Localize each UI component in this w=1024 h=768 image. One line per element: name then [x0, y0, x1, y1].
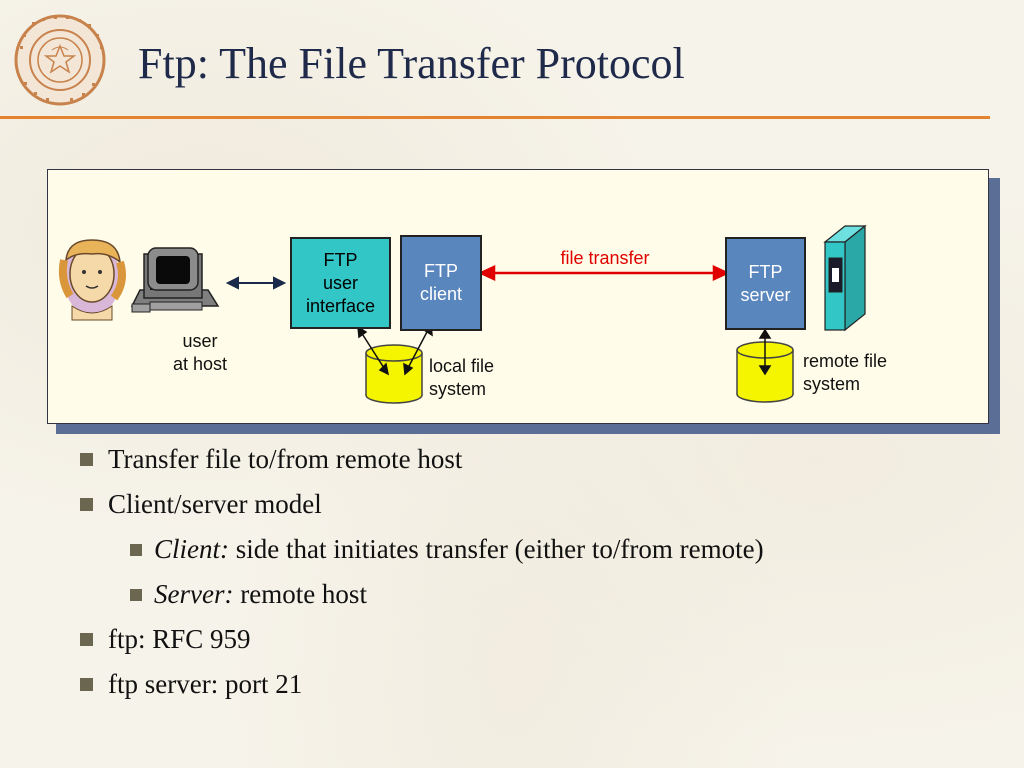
bullet-emphasis: Server:: [154, 579, 234, 609]
ftp-server-box: FTP server: [725, 237, 806, 330]
local-fs-label: local file system: [429, 355, 494, 401]
ftp-client-box: FTP client: [400, 235, 482, 331]
client-box-line-2: client: [419, 284, 463, 304]
sub-bullet-item: Server: remote host: [74, 575, 764, 620]
bullet-list: Transfer file to/from remote host Client…: [74, 440, 764, 710]
bullet-item: Client/server model: [74, 485, 764, 530]
bullet-item: ftp server: port 21: [74, 665, 764, 710]
bullet-text: ftp: RFC 959: [108, 624, 251, 654]
server-fs-arrow: [758, 328, 772, 376]
computer-icon: [130, 247, 220, 313]
ui-box-line-1: FTP: [323, 249, 358, 270]
bullet-item: Transfer file to/from remote host: [74, 440, 764, 485]
user-ui-arrow: [225, 276, 287, 290]
ui-box-line-3: interface: [305, 295, 376, 316]
server-box-line-2: server: [740, 284, 791, 305]
remote-fs-line-2: system: [803, 374, 861, 394]
ui-box-line-2: user: [322, 272, 358, 293]
local-fs-line-2: system: [429, 379, 487, 399]
local-fs-arrows: [357, 323, 433, 376]
local-fs-line-1: local file: [429, 356, 495, 376]
bullet-marker: [80, 678, 93, 691]
remote-fs-line-1: remote file: [803, 351, 888, 371]
file-transfer-arrow: [478, 265, 730, 281]
bullet-text: remote host: [233, 579, 367, 609]
university-seal-icon: [12, 12, 108, 108]
bullet-marker: [80, 453, 93, 466]
bullet-marker: [130, 544, 142, 556]
bullet-text: Client/server model: [108, 489, 322, 519]
sub-bullet-item: Client: side that initiates transfer (ei…: [74, 530, 764, 575]
user-label-line-1: user: [182, 331, 218, 351]
ftp-user-interface-box: FTP user interface: [290, 237, 391, 329]
remote-fs-label: remote file system: [803, 350, 887, 396]
bullet-marker: [130, 589, 142, 601]
bullet-text: Transfer file to/from remote host: [108, 444, 463, 474]
user-label: user at host: [152, 330, 248, 376]
bullet-item: ftp: RFC 959: [74, 620, 764, 665]
user-person-icon: [58, 239, 126, 321]
client-box-line-1: FTP: [424, 261, 458, 281]
title-divider: [0, 116, 990, 119]
ftp-diagram: FTP user interface FTP client FTP server…: [47, 169, 989, 424]
bullet-emphasis: Client:: [154, 534, 229, 564]
user-label-line-2: at host: [172, 354, 228, 374]
bullet-marker: [80, 498, 93, 511]
bullet-marker: [80, 633, 93, 646]
slide-title: Ftp: The File Transfer Protocol: [138, 39, 685, 88]
server-rack-icon: [823, 224, 867, 332]
bullet-text: ftp server: port 21: [108, 669, 303, 699]
bullet-text: side that initiates transfer (either to/…: [229, 534, 764, 564]
file-transfer-label: file transfer: [560, 248, 650, 268]
server-box-line-1: FTP: [748, 261, 783, 282]
